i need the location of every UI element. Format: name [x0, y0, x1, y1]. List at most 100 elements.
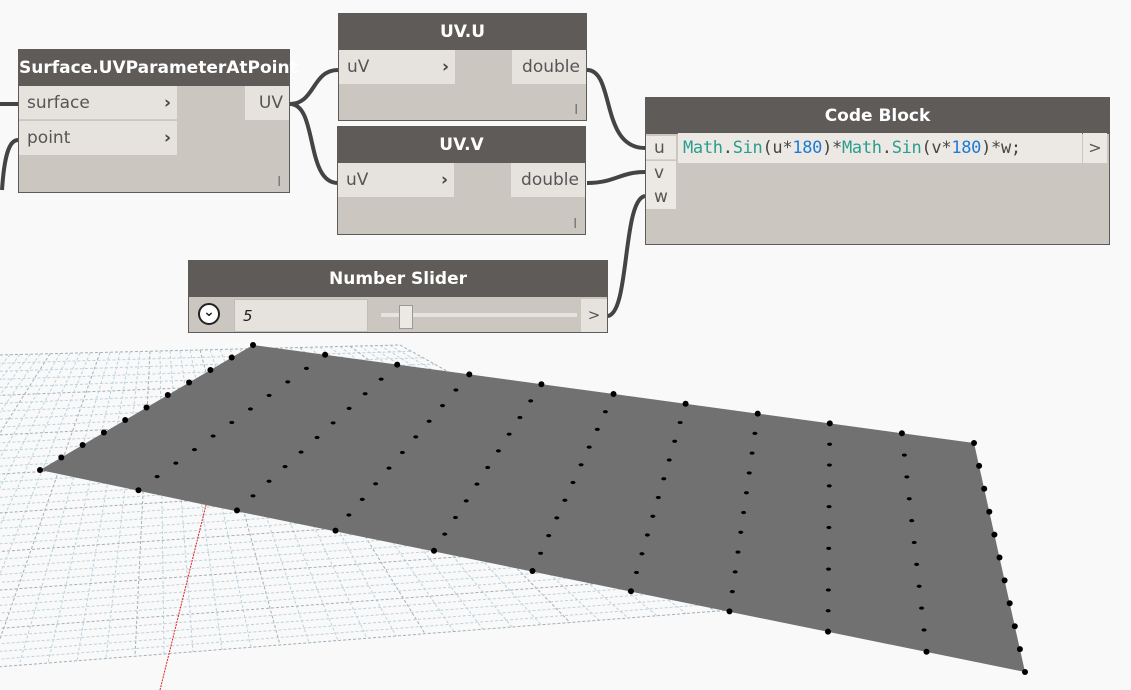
surface-point: [677, 420, 683, 425]
expand-button[interactable]: ⌄: [198, 303, 220, 325]
surface-point: [825, 588, 831, 592]
input-port-v[interactable]: v: [646, 161, 676, 185]
input-port-w[interactable]: w: [646, 185, 676, 209]
point-grid: [37, 342, 1028, 675]
surface-point: [440, 404, 446, 408]
surface-point: [921, 628, 927, 632]
surface-point: [250, 494, 256, 498]
surface-point: [495, 449, 501, 453]
slider-track[interactable]: [381, 313, 577, 317]
surface-point: [898, 430, 905, 437]
surface-point: [466, 371, 473, 378]
surface-point: [628, 588, 634, 595]
surface-point: [546, 534, 552, 538]
slider-thumb[interactable]: [398, 305, 413, 329]
surface-point: [359, 497, 365, 501]
grid-line: [0, 353, 71, 489]
surface-point: [996, 554, 1003, 561]
surface-point: [1016, 646, 1023, 653]
surface-point: [538, 551, 544, 555]
surface-point: [452, 515, 458, 520]
surface-point: [826, 525, 832, 530]
surface-point: [538, 381, 545, 388]
surface-geometry[interactable]: [40, 345, 1025, 672]
surface-point: [122, 417, 129, 423]
code-token: Math: [842, 138, 882, 158]
output-port-double[interactable]: double: [512, 50, 586, 84]
code-token: Sin: [891, 138, 922, 158]
surface-point: [399, 450, 405, 455]
surface-point: [386, 466, 392, 470]
surface-point: [431, 547, 437, 554]
input-port-u[interactable]: u: [646, 136, 676, 160]
code-token: .: [881, 138, 892, 158]
surface-point: [919, 606, 925, 610]
surface-point: [729, 590, 735, 594]
grid-line: [18, 352, 111, 666]
grid-line: [0, 523, 723, 576]
surface-point: [266, 479, 272, 483]
surface-point: [485, 465, 491, 470]
surface-point: [752, 431, 758, 435]
surface-point: [135, 487, 142, 494]
surface-point: [186, 379, 193, 386]
surface-point: [210, 434, 216, 438]
code-token: 180: [792, 138, 823, 158]
surface-point: [191, 447, 197, 452]
surface-point: [981, 485, 988, 492]
surface-point: [639, 552, 645, 556]
surface-point: [826, 567, 832, 571]
lacing-indicator[interactable]: l: [574, 103, 578, 118]
node-code-block[interactable]: Code Block u v w Math.Sin(u*180)*Math.Si…: [645, 97, 1110, 245]
surface-point: [826, 546, 832, 550]
node-uv-u[interactable]: UV.U uV › double l: [338, 13, 587, 121]
surface-point: [749, 451, 755, 455]
surface-point: [234, 507, 240, 514]
surface-point: [143, 404, 150, 411]
surface-point: [732, 570, 738, 574]
node-number-slider[interactable]: Number Slider ⌄ 5 >: [188, 260, 608, 333]
code-token: (u*: [762, 138, 793, 158]
grid-line: [0, 599, 861, 668]
input-port-uv[interactable]: uV ›: [339, 50, 455, 84]
surface-point: [322, 351, 329, 358]
surface-point: [991, 531, 998, 538]
grid-line: [0, 580, 826, 645]
node-uv-v[interactable]: UV.V uV › double l: [337, 126, 586, 235]
surface-point: [330, 421, 336, 425]
surface-point: [517, 415, 523, 420]
surface-point: [726, 608, 733, 615]
surface-point: [754, 410, 761, 417]
lacing-indicator[interactable]: l: [277, 175, 281, 190]
surface-point: [1006, 600, 1013, 607]
surface-point: [332, 527, 339, 534]
surface-point: [285, 380, 291, 384]
surface-point: [1011, 623, 1018, 630]
surface-point: [911, 540, 917, 545]
code-editor[interactable]: Math.Sin(u*180)*Math.Sin(v*180)*w;: [678, 133, 1082, 163]
output-port-double[interactable]: double: [511, 163, 585, 197]
surface-point: [826, 505, 832, 509]
slider-value-input[interactable]: 5: [234, 299, 368, 332]
surface-point: [741, 510, 747, 515]
surface-point: [378, 377, 384, 381]
surface-point: [672, 439, 678, 443]
grid-line: [47, 351, 121, 664]
grid-line: [0, 353, 41, 414]
surface-point: [463, 499, 469, 503]
input-port-surface[interactable]: surface ›: [19, 86, 177, 120]
node-uv-parameter-at-point[interactable]: Surface.UVParameterAtPoint surface › poi…: [18, 49, 298, 193]
output-port-result[interactable]: >: [1083, 133, 1107, 163]
lacing-indicator[interactable]: l: [573, 217, 577, 232]
surface-point: [250, 342, 256, 348]
grid-line: [134, 351, 151, 657]
output-port-value[interactable]: >: [581, 299, 607, 332]
input-port-uv[interactable]: uV ›: [338, 163, 454, 197]
surface-point: [743, 491, 749, 495]
output-port-uv[interactable]: UV: [245, 86, 289, 120]
surface-point: [506, 432, 512, 436]
surface-point: [825, 609, 831, 613]
input-port-point[interactable]: point ›: [19, 121, 177, 155]
